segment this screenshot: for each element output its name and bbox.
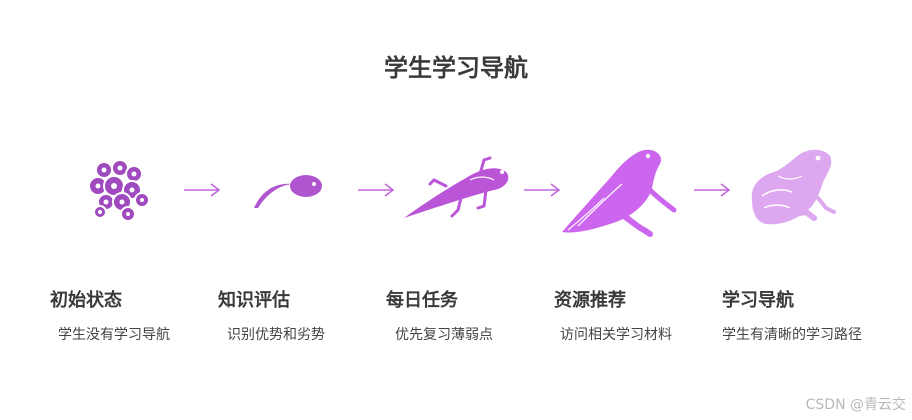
stage-3-description: 优先复习薄弱点 — [395, 327, 493, 343]
stage-4-description: 访问相关学习材料 — [560, 327, 672, 343]
arrow-right-icon — [524, 183, 561, 197]
stage-3-title: 每日任务 — [386, 290, 458, 311]
arrow-right-icon — [358, 183, 395, 197]
arrow-right-icon — [694, 183, 731, 197]
stage-2-description: 识别优势和劣势 — [227, 327, 325, 343]
adult-frog-icon — [751, 149, 836, 225]
tadpole-icon — [254, 175, 322, 208]
tadpole-with-legs-icon — [404, 156, 509, 218]
frog-eggs-icon — [88, 159, 150, 222]
watermark: CSDN @青云交 — [805, 397, 906, 413]
stage-4-title: 资源推荐 — [554, 290, 626, 311]
stage-5-description: 学生有清晰的学习路径 — [722, 327, 862, 343]
stage-2-title: 知识评估 — [218, 290, 290, 311]
stage-5-title: 学习导航 — [722, 290, 794, 311]
stage-1-title: 初始状态 — [50, 290, 122, 311]
arrow-right-icon — [184, 183, 221, 197]
stage-1-description: 学生没有学习导航 — [58, 327, 170, 343]
diagram-title: 学生学习导航 — [384, 54, 528, 82]
young-frog-icon — [562, 149, 677, 237]
